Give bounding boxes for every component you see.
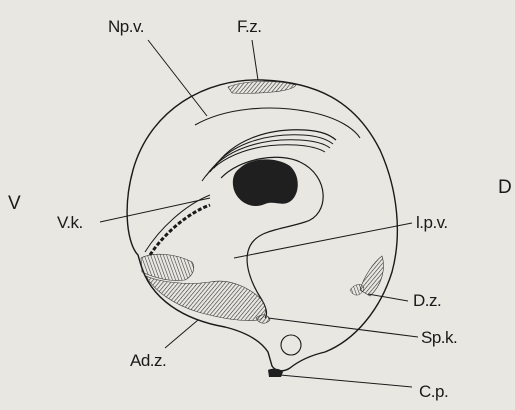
- adz-zone: [146, 276, 265, 321]
- leader-vk: [100, 198, 210, 222]
- label-spk: Sp.k.: [421, 329, 457, 346]
- label-dz: D.z.: [413, 292, 441, 309]
- label-dorsal-direction: D: [498, 178, 511, 197]
- nucleolus-dot: [269, 160, 275, 166]
- cp-tip: [268, 369, 283, 377]
- label-adz: Ad.z.: [130, 352, 166, 369]
- leader-fz: [252, 40, 258, 80]
- inner-layer-arc: [195, 108, 360, 138]
- dz-spot: [350, 284, 364, 295]
- label-fz: F.z.: [237, 18, 261, 35]
- nucleus: [233, 159, 298, 206]
- fz-zone: [228, 81, 296, 93]
- leader-cp: [280, 375, 412, 387]
- leader-lpv: [234, 223, 412, 258]
- label-lpv: l.p.v.: [416, 214, 448, 231]
- label-npv: Np.v.: [108, 18, 144, 35]
- leader-adz: [165, 320, 198, 348]
- egg-outline: [127, 80, 397, 371]
- leader-spk: [268, 318, 418, 337]
- label-ventral-direction: V: [8, 194, 20, 213]
- tail-vesicle: [281, 335, 301, 355]
- ventral-canal-outline: [145, 195, 210, 252]
- leader-dz: [368, 294, 408, 301]
- label-vk: V.k.: [57, 214, 83, 231]
- adz-upper-zone: [141, 254, 194, 280]
- label-cp: C.p.: [419, 383, 448, 400]
